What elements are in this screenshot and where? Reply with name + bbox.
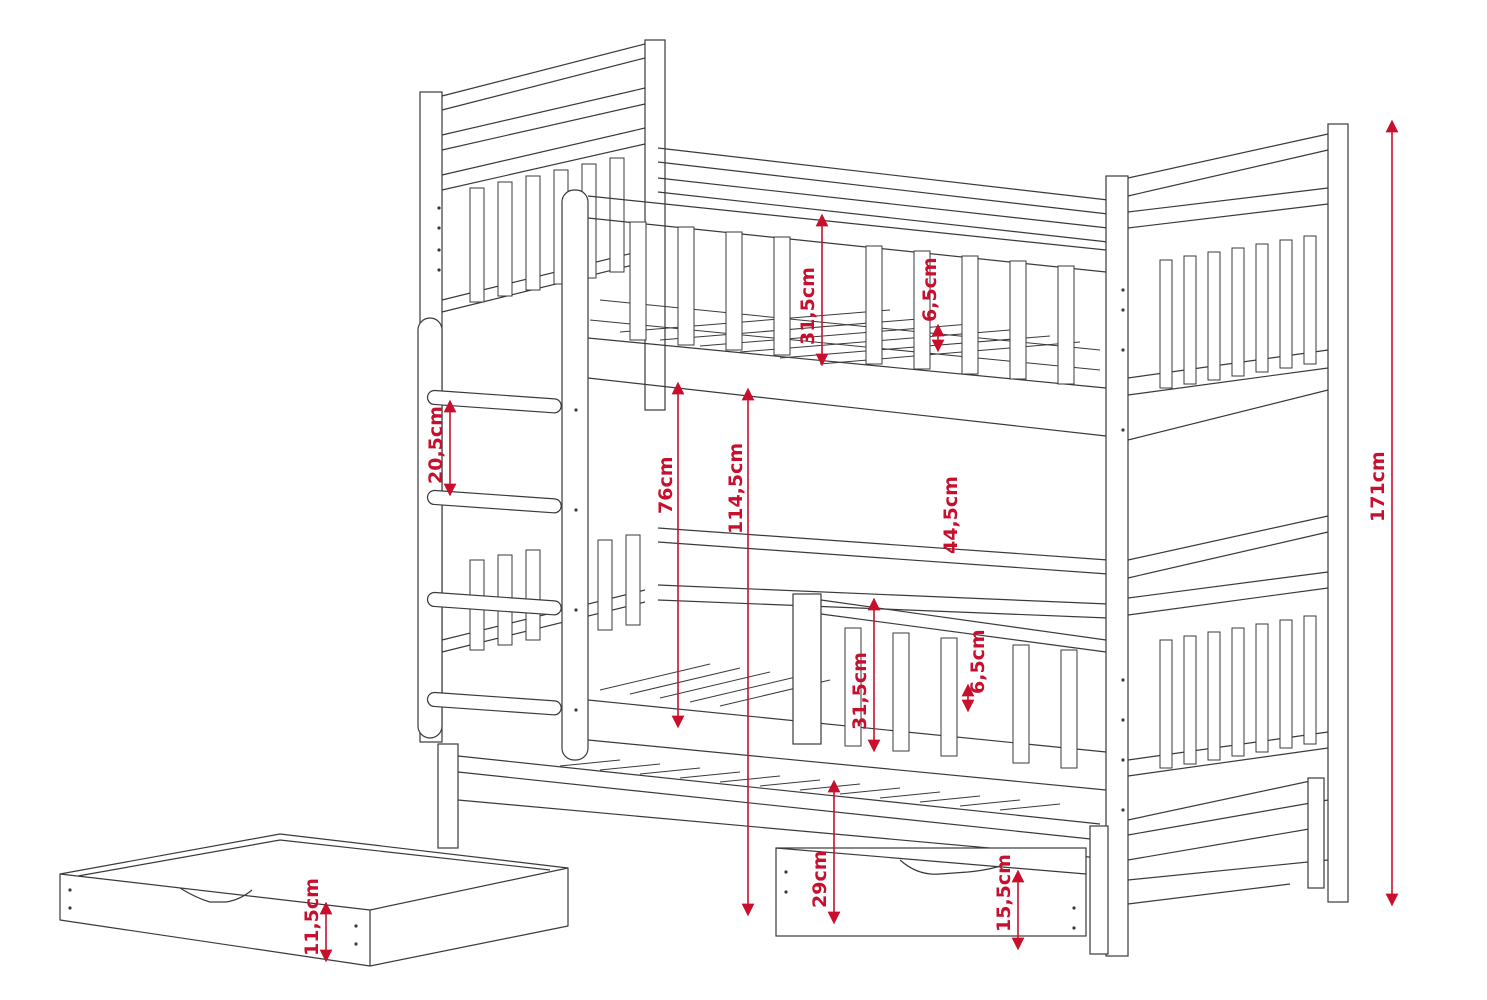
foot-end-lower-slats (1159, 615, 1317, 769)
upper-rail-end-post (561, 189, 589, 761)
dim-bottom-slat-gap: 6,5cm (961, 629, 989, 713)
ladder-rung (426, 691, 562, 716)
dim-label: 6,5cm (967, 629, 989, 694)
head-end-lower-slats (469, 534, 641, 651)
head-end-slats (469, 157, 625, 303)
foot-end-upper-slats (1159, 235, 1317, 389)
dim-trundle-drawer-height: 15,5cm (993, 854, 1025, 951)
lower-rail-post (792, 593, 822, 745)
ladder (417, 317, 562, 739)
ladder-rung (426, 489, 562, 514)
dim-drawer-height: 11,5cm (301, 878, 333, 963)
dim-label: 15,5cm (993, 854, 1015, 932)
upper-guard-rail (561, 189, 1107, 761)
dim-label: 76cm (655, 456, 677, 514)
dim-label: 29cm (809, 850, 831, 908)
ladder-rung (426, 389, 562, 414)
lower-rail-slats (844, 627, 1078, 769)
dim-top-rail-height: 31,5cm (797, 213, 829, 367)
dim-upper-bed-height: 114,5cm (725, 387, 755, 917)
dim-lower-bed-height: 76cm (655, 381, 685, 729)
dim-label: 6,5cm (919, 257, 941, 322)
bolt-holes (437, 206, 1125, 812)
front-right-post (1105, 175, 1129, 957)
dim-label: 31,5cm (797, 267, 819, 345)
trundle-right-post (1089, 825, 1109, 955)
dim-trundle-height: 29cm (809, 779, 841, 925)
back-right-post (1327, 123, 1349, 903)
dim-label: 114,5cm (725, 443, 747, 534)
ladder-left-rail (417, 317, 443, 739)
trundle-back-post (1307, 777, 1325, 889)
dim-bottom-rail-height: 31,5cm (849, 597, 881, 753)
dimension-lines: 31,5cm 6,5cm 20,5cm 76cm 114,5cm 44,5cm … (301, 119, 1399, 963)
dim-ladder-rung-spacing: 20,5cm (425, 399, 457, 497)
dim-label: 44,5cm (940, 476, 962, 554)
dim-label: 20,5cm (425, 406, 447, 484)
dim-label: 11,5cm (301, 878, 323, 956)
ladder-rung (426, 591, 562, 616)
dim-total-height: 171cm (1367, 119, 1399, 907)
foot-end-frame (1105, 123, 1349, 957)
dim-bed-gap: 44,5cm (940, 476, 962, 554)
upper-rail-slats (629, 221, 1075, 385)
separate-drawer (59, 833, 569, 967)
lower-bed (587, 593, 1107, 791)
dim-label: 171cm (1367, 451, 1389, 522)
trundle (437, 743, 1325, 955)
dim-label: 31,5cm (849, 652, 871, 730)
back-rails (657, 147, 1109, 619)
trundle-left-post (437, 743, 459, 849)
head-end-frame (419, 39, 666, 743)
dim-top-slat-gap: 6,5cm (919, 257, 945, 353)
